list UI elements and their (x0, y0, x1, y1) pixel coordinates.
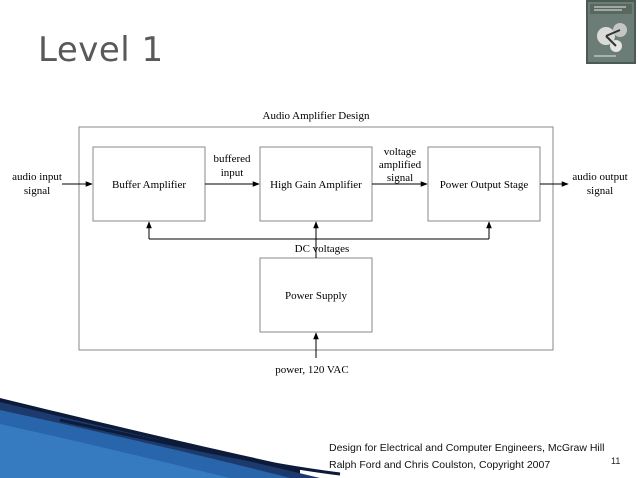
buffered-input-line1: buffered (213, 153, 251, 165)
footer-line2: Ralph Ford and Chris Coulston, Copyright… (329, 459, 551, 471)
buffer-amplifier-label: Buffer Amplifier (112, 179, 186, 191)
power-supply-label: Power Supply (285, 290, 348, 302)
page-number: 11 (611, 456, 621, 466)
high-gain-amplifier-label: High Gain Amplifier (270, 179, 362, 191)
voltage-label-line3: signal (387, 172, 413, 184)
power-input-label: power, 120 VAC (275, 364, 348, 376)
decorative-swoosh (0, 398, 341, 478)
voltage-label-line1: voltage (384, 146, 416, 158)
power-output-stage-label: Power Output Stage (440, 179, 529, 191)
book-cover-logo (586, 0, 636, 64)
buffer-amplifier-block (92, 146, 206, 222)
input-label-line2: signal (24, 185, 50, 197)
slide-title: Level 1 (38, 30, 164, 70)
high-gain-amplifier-block (259, 146, 373, 222)
output-label-line1: audio output (572, 171, 627, 183)
system-title: Audio Amplifier Design (263, 110, 370, 122)
power-supply-block (259, 257, 373, 333)
input-label-line1: audio input (12, 171, 62, 183)
buffered-input-line2: input (221, 167, 244, 179)
footer-line1: Design for Electrical and Computer Engin… (329, 442, 605, 454)
dc-voltages-label: DC voltages (295, 243, 350, 255)
output-label-line2: signal (587, 185, 613, 197)
voltage-label-line2: amplified (379, 159, 422, 171)
